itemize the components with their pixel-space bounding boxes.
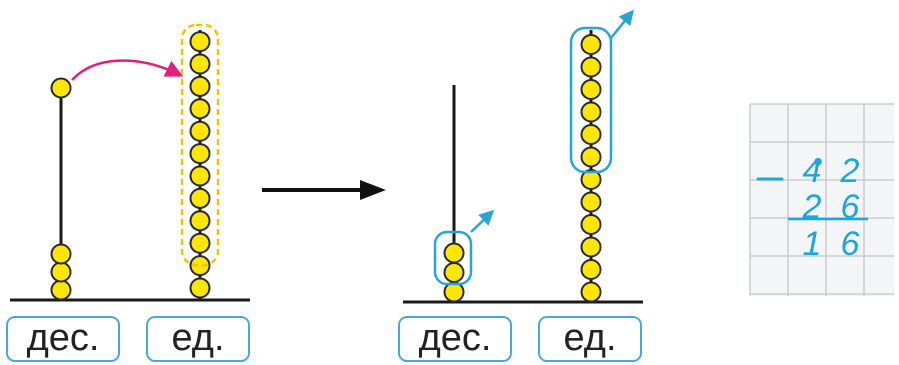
removed-tens-highlight [433,230,473,286]
ones-bead [580,34,602,55]
removed-ones-highlight [569,26,613,174]
ones-bead [189,53,211,75]
ones-bead [580,191,602,213]
ones-bead [580,236,602,258]
column-subtraction: • 4 2 2 6 1 6 [749,103,894,296]
ones-bead [189,232,211,254]
tens-beads [50,77,72,301]
ones-bead [189,255,211,277]
ones-bead [580,214,602,235]
minuend-tens-digit: 4 [803,152,822,190]
ones-bead [580,124,602,145]
ones-label-after: ед. [538,316,642,362]
tens-bead [443,242,465,264]
tens-beads [443,242,465,303]
exchange-arrow [71,59,184,81]
ones-bead [580,169,602,190]
ones-bead [580,56,602,78]
tens-label-before: дес. [6,316,120,362]
minuend-ones-digit: 2 [840,152,860,190]
ones-bead [189,98,211,120]
transition-arrow [262,180,386,200]
moved-tens-bead [50,77,72,99]
removed-ones-arrow [610,9,634,39]
ones-bead [580,259,602,280]
result-tens-digit: 1 [803,225,822,263]
removed-tens-arrow [470,209,495,233]
ones-bead [189,277,211,299]
ones-bead [189,75,211,97]
abacus-after [403,9,643,304]
ones-bead [580,146,602,168]
ones-bead [189,187,211,209]
tens-bead [443,262,465,283]
ones-beads [189,31,211,299]
ones-bead [189,120,211,142]
ones-beads [580,34,602,303]
tens-bead [50,261,72,283]
ones-bead [580,79,602,100]
ones-bead [189,31,211,53]
exchanged-ten-highlight [180,23,220,267]
abacus-before [10,23,250,302]
ones-bead [189,210,211,232]
ones-bead [189,143,211,165]
borrow-mark: • [813,146,823,177]
tens-label-after: дес. [398,316,512,362]
tens-bead [50,279,72,301]
tens-bead [50,243,72,265]
tens-bead [443,281,465,303]
ones-bead [580,101,602,123]
ones-bead [580,281,602,303]
grid-paper [750,104,894,296]
subtrahend-tens-digit: 2 [802,188,822,226]
subtrahend-ones-digit: 6 [841,188,860,226]
result-ones-digit: 6 [841,225,860,263]
ones-bead [189,165,211,187]
ones-label-before: ед. [146,316,250,362]
